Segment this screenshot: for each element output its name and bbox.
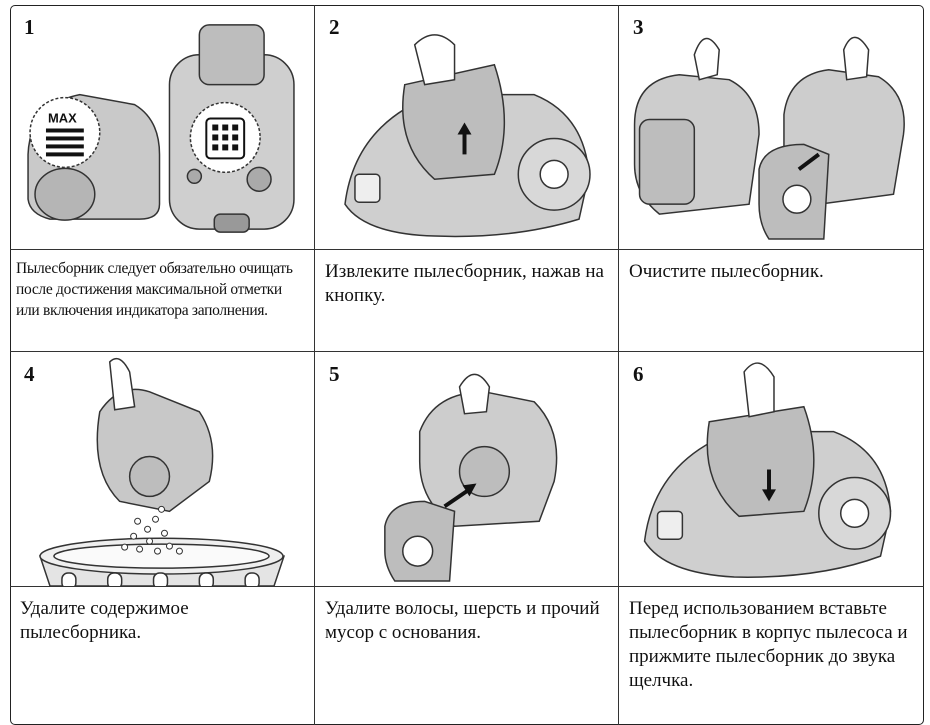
step-3-illustration: 3 [619, 5, 924, 250]
instruction-grid: MAX 1 [10, 5, 924, 725]
step-6-number: 6 [633, 362, 644, 387]
step-1-number: 1 [24, 15, 35, 40]
step-5-caption: Удалите волосы, шерсть и прочий мусор с … [315, 587, 618, 645]
step-1-caption-cell: Пылесборник следует обязательно очищать … [10, 250, 315, 352]
vacuum-full-indicator-illustration: MAX [10, 5, 314, 249]
step-2-number: 2 [329, 15, 340, 40]
step-2-caption: Извлеките пылесборник, нажав на кнопку. [315, 250, 618, 308]
max-badge-label: MAX [48, 111, 77, 126]
step-6-caption: Перед использованием вставьте пылесборни… [619, 587, 924, 693]
step-6-caption-cell: Перед использованием вставьте пылесборни… [619, 587, 924, 725]
step-3-caption-cell: Очистите пылесборник. [619, 250, 924, 352]
step-2-illustration: 2 [315, 5, 619, 250]
step-3-number: 3 [633, 15, 644, 40]
step-5-illustration: 5 [315, 352, 619, 587]
step-4-caption-cell: Удалите содержимое пылесборника. [10, 587, 315, 725]
empty-dustbin-illustration [10, 352, 314, 586]
step-1-caption: Пылесборник следует обязательно очищать … [10, 250, 314, 321]
step-4-number: 4 [24, 362, 35, 387]
remove-dustbin-illustration [315, 5, 618, 249]
step-4-illustration: 4 [10, 352, 315, 587]
step-5-number: 5 [329, 362, 340, 387]
step-4-caption: Удалите содержимое пылесборника. [10, 587, 314, 645]
step-5-caption-cell: Удалите волосы, шерсть и прочий мусор с … [315, 587, 619, 725]
insert-dustbin-illustration [619, 352, 924, 586]
clean-dustbin-illustration [619, 5, 924, 249]
clean-base-illustration [315, 352, 618, 586]
step-1-illustration: MAX 1 [10, 5, 315, 250]
step-3-caption: Очистите пылесборник. [619, 250, 924, 284]
step-2-caption-cell: Извлеките пылесборник, нажав на кнопку. [315, 250, 619, 352]
step-6-illustration: 6 [619, 352, 924, 587]
